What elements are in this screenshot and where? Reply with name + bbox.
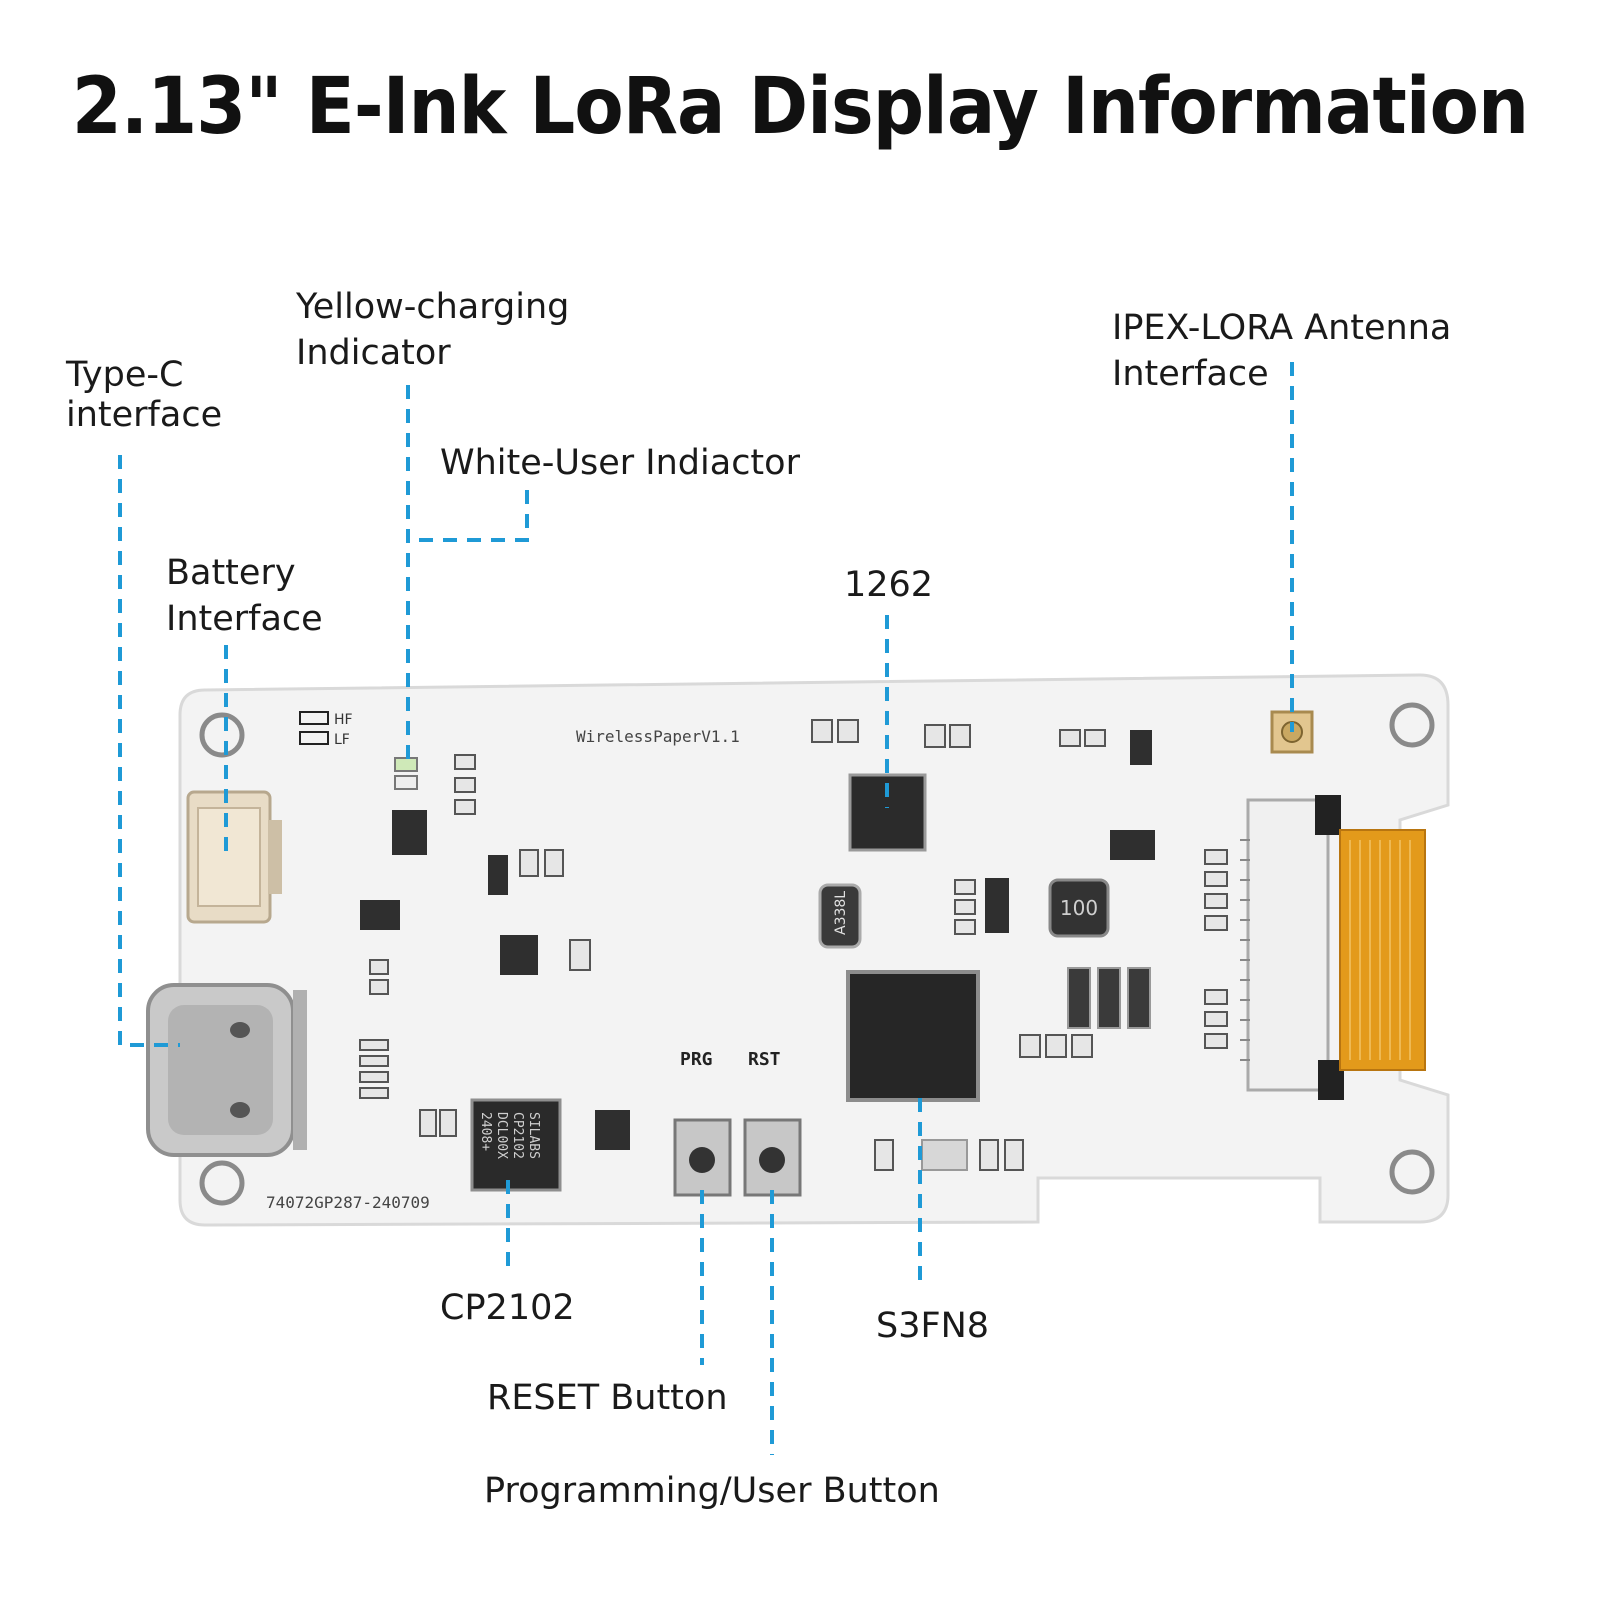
hf-lf-marks [299,711,329,745]
s3fn8-chip [846,970,980,1102]
rst-label: RST [748,1049,781,1070]
inductor [1048,878,1110,938]
cp-chip-line: CP2102 [510,1112,525,1159]
crystal [818,883,862,949]
label-battery: Battery Interface [166,550,323,642]
label-yellow-charging-line2: Indicator [296,333,451,373]
label-ipex-line1: IPEX-LORA Antenna [1112,308,1452,348]
cp-chip-line: 2408+ [478,1112,493,1151]
crystal-text: A338L [833,891,849,935]
label-type-c-line1: Type-C [66,355,184,395]
mounting-holes [199,702,1435,1206]
label-type-c-line2: interface [66,395,223,435]
label-programming: Programming/User Button [484,1471,940,1511]
label-white-user: White-User Indiactor [440,443,800,483]
serial-number: 74072GP287-240709 [266,1193,430,1212]
fpc-connector [1246,798,1330,1092]
lf-label: LF [334,732,350,748]
usb-pins [293,990,307,1150]
hf-label: HF [334,712,353,728]
label-ipex-line2: Interface [1112,354,1269,394]
crystal-small [921,1139,968,1171]
inductor-text: 100 [1060,896,1098,920]
prg-label: PRG [680,1049,713,1070]
label-yellow-charging-line1: Yellow-charging [296,287,570,327]
leader-white-user [408,490,529,542]
leader-type-c [118,455,180,1047]
cp2102-chip [470,1098,562,1192]
label-ipex: IPEX-LORA Antenna Interface [1112,305,1451,397]
pcb-board [178,673,1450,1227]
mounting-hole [1389,1149,1435,1195]
label-1262: 1262 [844,565,934,605]
label-battery-line2: Interface [166,599,323,639]
label-type-c: Type-C interface [66,352,222,438]
flex-ribbon [1339,829,1426,1071]
flex-ribbon-traces [1349,840,1411,1060]
page-title: 2.13" E-Ink LoRa Display Information [71,62,1529,152]
diodes [1067,967,1151,1029]
rst-button [743,1118,802,1197]
fpc-latch-top [1315,795,1341,835]
usb-type-c-connector [146,983,295,1157]
battery-connector [186,790,282,924]
label-yellow-charging: Yellow-charging Indicator [296,284,569,376]
label-battery-line1: Battery [166,553,296,593]
transistors [360,730,1155,1150]
cp-chip-line: DCL00X [494,1112,509,1159]
board-name: WirelessPaperV1.1 [576,727,740,746]
leader-lines [118,362,1294,1455]
fpc-pins [1240,839,1250,1061]
mounting-hole [199,1160,245,1206]
label-cp2102: CP2102 [440,1288,575,1328]
mounting-hole [199,712,245,758]
yellow-led [394,757,418,772]
passives [359,719,1228,1171]
prg-button [673,1118,732,1197]
mounting-hole [1389,702,1435,748]
label-reset: RESET Button [487,1378,728,1418]
white-led [394,775,418,790]
cp2102-chip-text: SILABS CP2102 DCL00X 2408+ [478,1112,541,1159]
cp-chip-line: SILABS [526,1112,541,1159]
label-s3fn8: S3FN8 [876,1306,990,1346]
